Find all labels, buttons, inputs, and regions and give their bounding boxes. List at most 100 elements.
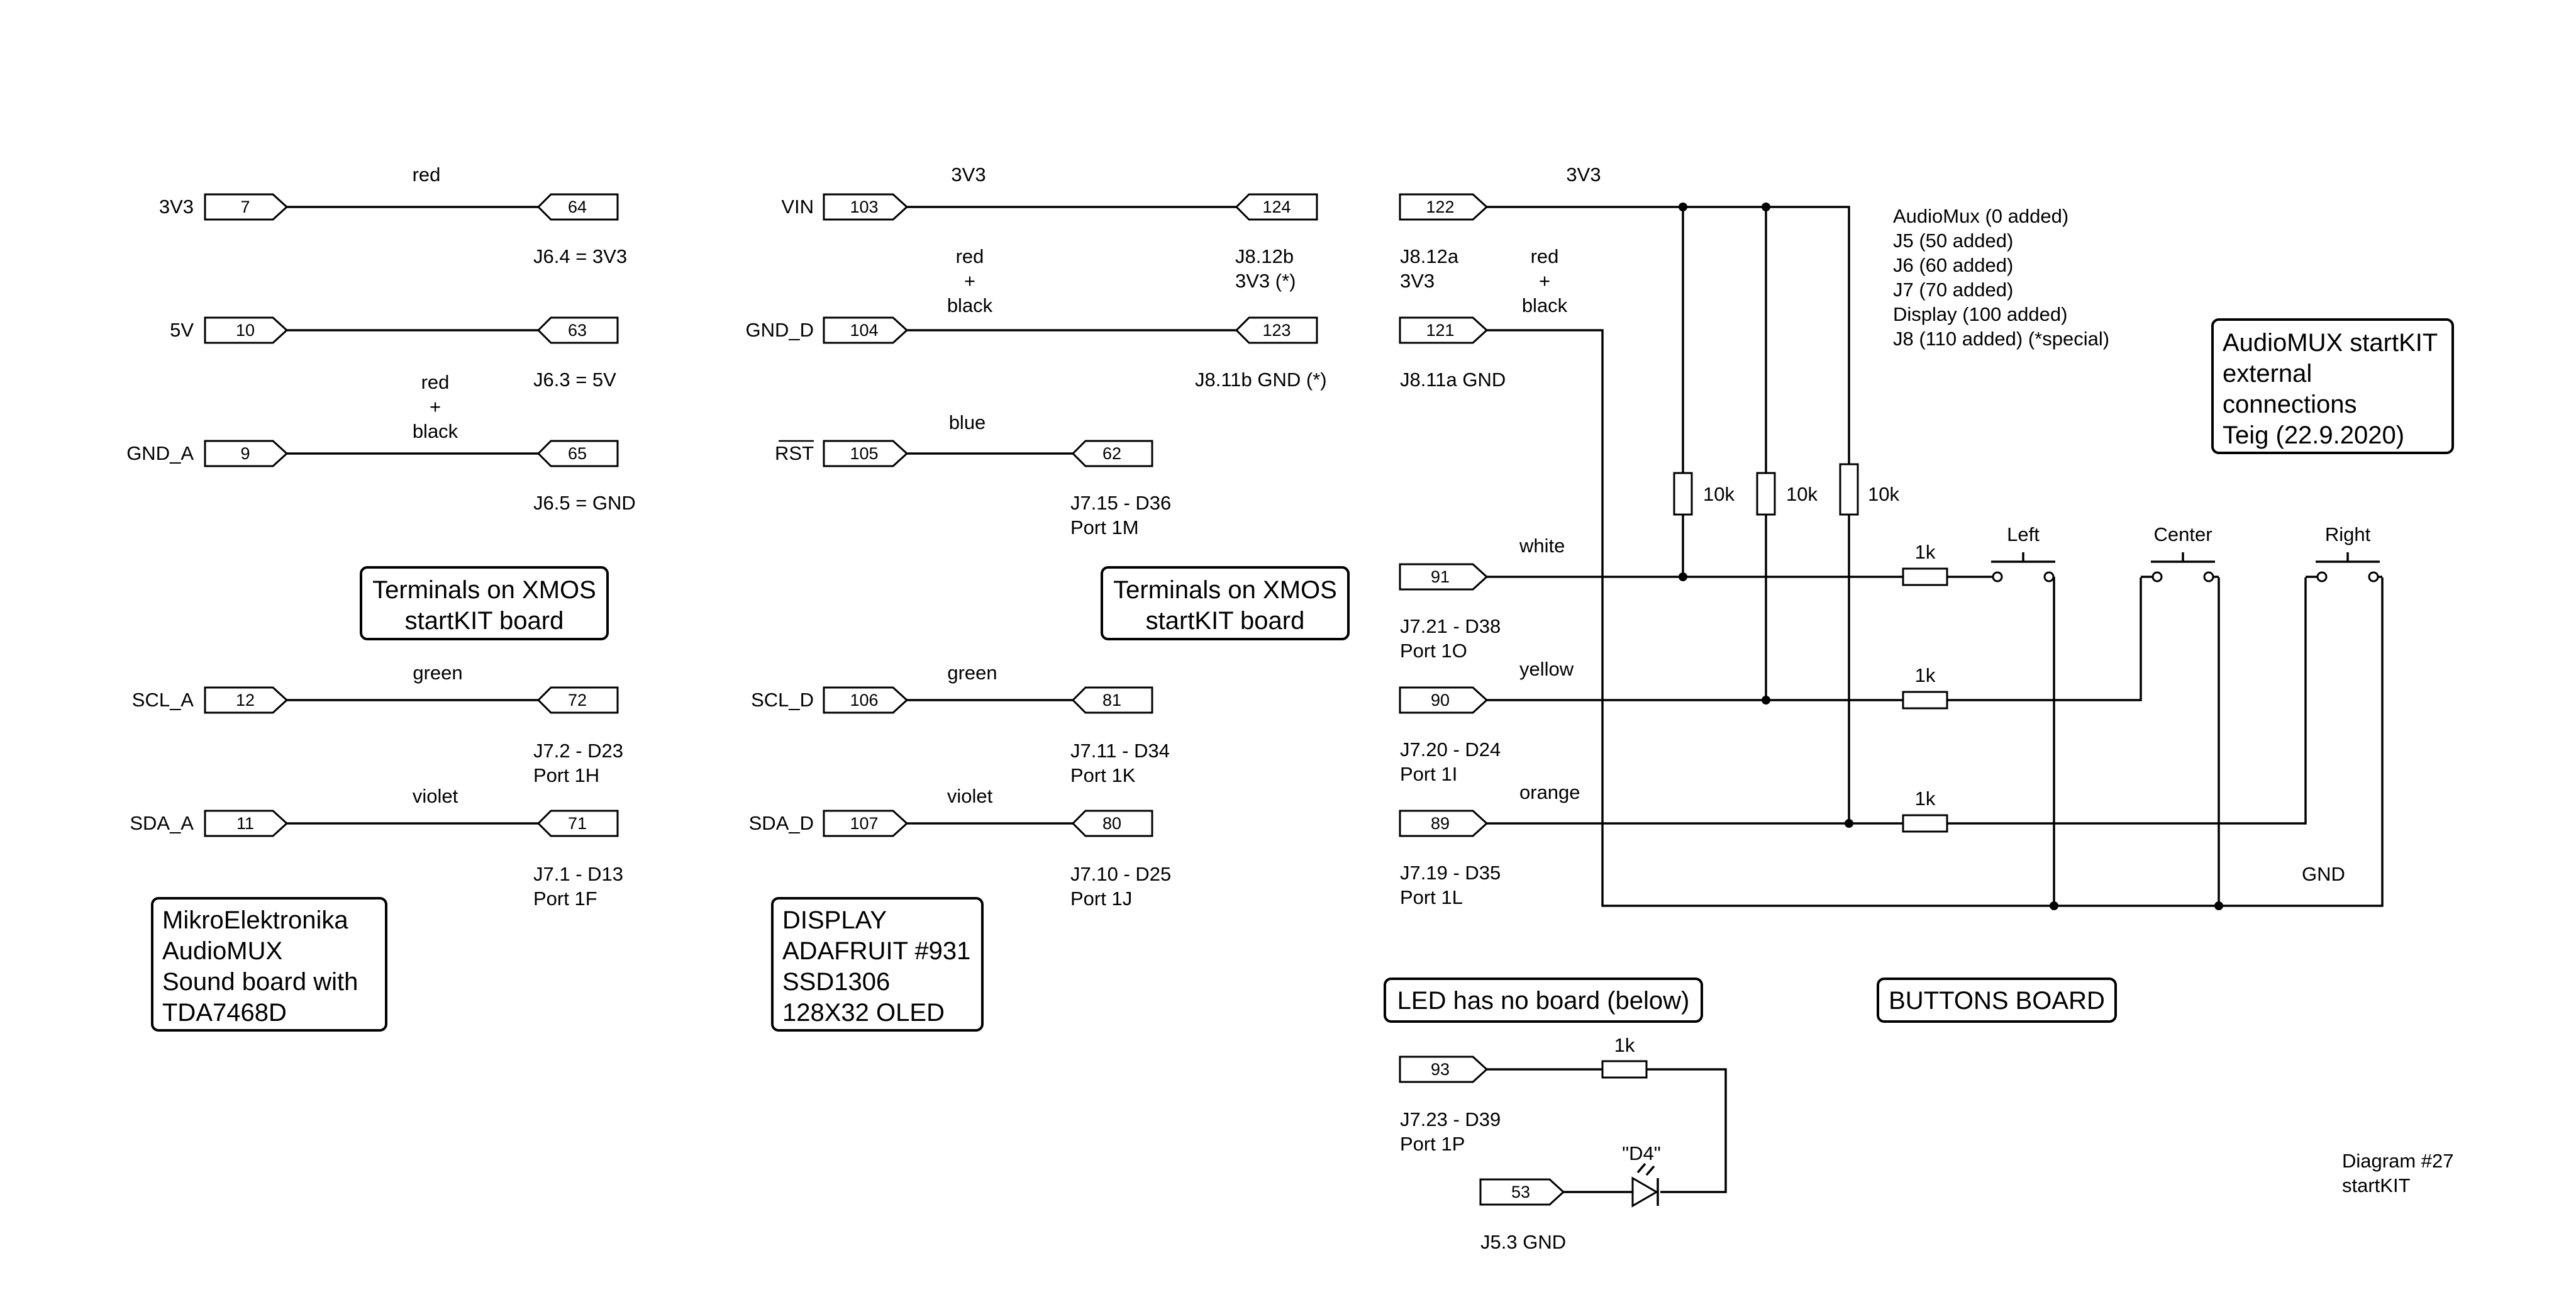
pin-number: 107: [850, 814, 878, 833]
net-scl-d: SCL_D 106 81 green J7.11 - D34 Port 1K: [751, 662, 1170, 786]
pin-number: 123: [1262, 321, 1291, 340]
pin-number: 121: [1426, 321, 1454, 340]
switch-right: Right: [2306, 523, 2382, 582]
buttons-board-label: BUTTONS BOARD: [1889, 987, 2105, 1015]
net-name: VIN: [781, 196, 814, 218]
board-box-frame: [771, 897, 984, 1032]
pin-number: 65: [568, 444, 587, 463]
offset-line: J6 (60 added): [1893, 254, 2013, 276]
pullup-resistors: 10k 10k 10k: [1673, 203, 1899, 823]
audiomux-section: 3V3 7 64 red J6.4 = 3V3 5V 10 63 J6.3 = …: [126, 164, 636, 1032]
pin-number: 81: [1102, 691, 1121, 710]
diode-triangle: [1631, 1176, 1658, 1208]
net-3v3: 3V3 7 64 red J6.4 = 3V3: [159, 164, 627, 267]
net-gnd-a: GND_A 9 65 red + black J6.5 = GND: [126, 371, 636, 514]
pin-connector: [1071, 686, 1153, 714]
display-board-box: DISPLAY ADAFRUIT #931 SSD1306 128X32 OLE…: [771, 897, 984, 1032]
board-box-line: 128X32 OLED: [782, 999, 945, 1027]
pin-connector: [823, 440, 909, 467]
pin-connector: [823, 193, 909, 221]
port-note: J6.3 = 5V: [533, 369, 616, 391]
port-note: Port 1F: [533, 888, 597, 910]
port-note: 3V3: [1400, 270, 1435, 292]
wire-color: red: [421, 371, 450, 393]
offset-line: J8 (110 added) (*special): [1893, 328, 2109, 350]
port-note: Port 1L: [1400, 886, 1463, 908]
buttons-board-box: BUTTONS BOARD: [1877, 978, 2117, 1023]
pin-connector: [1399, 563, 1489, 591]
net-gnd-d: GND_D 104 123 red + black J8.11b GND (*): [745, 245, 1326, 391]
junction-dot: [2214, 901, 2223, 910]
offset-line: Display (100 added): [1893, 303, 2067, 325]
resistor-value: 1k: [1915, 788, 1936, 810]
net-rst: RST 105 62 blue J7.15 - D36 Port 1M: [775, 411, 1171, 538]
pin-connector: [204, 440, 289, 467]
net-name: SCL_A: [132, 689, 194, 711]
port-note: J5.3 GND: [1480, 1231, 1566, 1253]
pin-connector: [536, 440, 619, 467]
wire-color-plus: +: [964, 270, 975, 292]
pin-connector: [1071, 440, 1153, 467]
diagram-id-line: Diagram #27: [2342, 1150, 2453, 1172]
pin-connector: [536, 316, 619, 344]
port-note: 3V3 (*): [1235, 270, 1296, 292]
board-box-line: Sound board with: [162, 968, 358, 996]
net-vin: VIN 103 124 3V3 J8.12b 3V3 (*): [781, 164, 1318, 292]
port-note: J8.12a: [1400, 245, 1459, 267]
audiomux-board-box: MikroElektronika AudioMUX Sound board wi…: [151, 897, 387, 1032]
port-note: Port 1P: [1400, 1133, 1465, 1155]
port-note: Port 1J: [1070, 888, 1132, 910]
wire-color: black: [947, 294, 993, 316]
wire-color: red: [956, 245, 984, 267]
pin-number: 10: [236, 321, 255, 340]
net-90-center: 90 1k yellow J7.20 - D24 Port 1I: [1399, 577, 2142, 785]
wire: [1947, 577, 2307, 825]
port-note: J7.15 - D36: [1070, 492, 1171, 514]
offset-line: J5 (50 added): [1893, 230, 2013, 252]
junction-dot: [1762, 696, 1770, 705]
pin-number: 104: [850, 321, 878, 340]
pin-number: 93: [1431, 1060, 1450, 1079]
board-box-frame: [151, 897, 387, 1032]
pin-connector: [1235, 193, 1318, 221]
title-box: AudioMUX startKIT external connections T…: [2211, 318, 2454, 454]
resistor-value: 1k: [1614, 1034, 1635, 1056]
switch-contact: [2368, 571, 2379, 582]
display-section: VIN 103 124 3V3 J8.12b 3V3 (*) GND_D 104…: [745, 164, 1350, 1032]
junction-dot: [2050, 901, 2058, 910]
terminals-box-line: Terminals on XMOS: [1113, 576, 1337, 604]
pin-number: 106: [850, 691, 878, 710]
pin-number: 11: [236, 814, 254, 833]
buttons-board-frame: [1877, 978, 2117, 1023]
switch-contact: [2151, 571, 2163, 582]
wire-color: 3V3: [1566, 164, 1601, 186]
switch-label: Right: [2325, 523, 2371, 545]
board-box-line: DISPLAY: [782, 906, 887, 934]
junction-dot: [1679, 203, 1687, 211]
net-name: SDA_D: [749, 812, 814, 834]
pin-number: 72: [568, 691, 587, 710]
wire: [1646, 1068, 1727, 1193]
resistor-pullup-yellow: [1756, 472, 1776, 516]
pin-number: 122: [1426, 198, 1454, 216]
pin-number: 90: [1431, 691, 1450, 710]
switch-center: Center: [2141, 523, 2219, 582]
gnd-label: GND: [2302, 863, 2345, 885]
emission-arrow: [1645, 1165, 1655, 1176]
title-line: external: [2223, 360, 2312, 387]
diagram-id: Diagram #27 startKIT: [2342, 1150, 2453, 1196]
wire-color: red: [1531, 245, 1559, 267]
offset-line: J7 (70 added): [1893, 279, 2013, 301]
buttons-section: 122 3V3 J8.12a 3V3 121 red + black J8.11…: [1399, 164, 2454, 1023]
board-box-line: ADAFRUIT #931: [782, 937, 970, 965]
led-diode: "D4": [1622, 1142, 1661, 1208]
pin-number: 71: [568, 814, 587, 833]
junction-dot: [1679, 572, 1687, 581]
wire-color: blue: [949, 411, 986, 433]
net-scl-a: SCL_A 12 72 green J7.2 - D23 Port 1H: [132, 662, 623, 786]
pin-connector: [204, 686, 289, 714]
resistor-value: 10k: [1703, 483, 1735, 505]
wire-color: green: [413, 662, 462, 684]
wire-color: white: [1519, 535, 1565, 557]
wire-color: red: [413, 164, 441, 186]
